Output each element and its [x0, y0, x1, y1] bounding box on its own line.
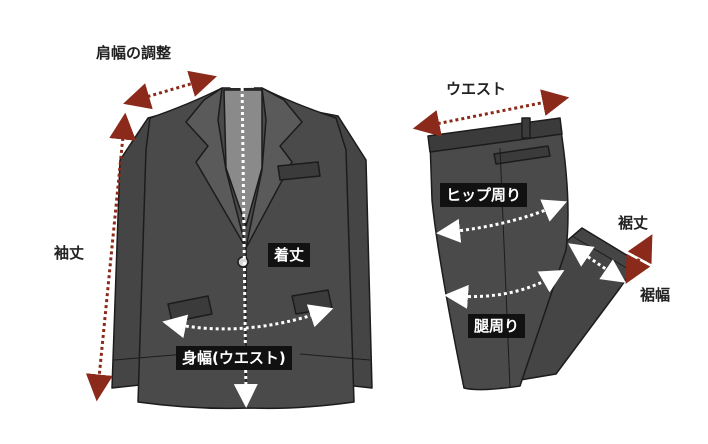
jacket-breast-pocket [277, 161, 321, 181]
hem-length-label: 裾丈 [618, 214, 649, 232]
length-label: 着丈 [268, 243, 311, 267]
trousers-belt-loop [521, 117, 531, 139]
jacket-right-lapel [245, 87, 303, 249]
hem-width-label: 裾幅 [640, 286, 671, 304]
waist-arrow [412, 89, 570, 137]
length-arrow [230, 64, 258, 408]
chest-label: 身幅(ウエスト) [176, 346, 292, 370]
chest-arrow [162, 304, 334, 339]
shoulder-label: 肩幅の調整 [96, 44, 172, 62]
hem-length-arrow [625, 234, 653, 284]
thigh-arrow [444, 270, 565, 309]
sleeve-label: 袖丈 [54, 244, 85, 262]
trousers-icon [427, 117, 639, 391]
hem-width-arrow [568, 243, 626, 283]
thigh-label: 腿周り [468, 314, 526, 338]
hip-arrow [436, 199, 568, 243]
sleeve-arrow [85, 112, 137, 402]
shoulder-arrow [123, 70, 217, 110]
waist-label: ウエスト [446, 80, 507, 98]
hip-label: ヒップ周り [440, 183, 528, 207]
trousers-pocket [493, 145, 551, 165]
